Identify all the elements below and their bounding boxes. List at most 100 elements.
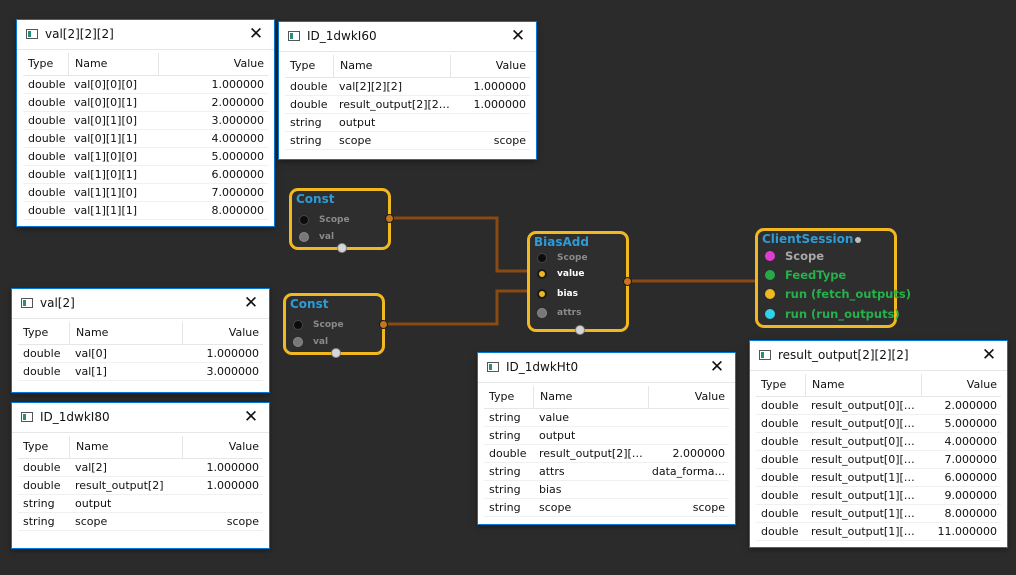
close-icon[interactable]: ✕ xyxy=(709,357,725,377)
cell-value[interactable]: data_forma... xyxy=(651,465,725,478)
node-biasadd[interactable]: BiasAdd Scope value bias attrs xyxy=(527,231,632,335)
port-scope[interactable]: Scope xyxy=(299,213,350,227)
cell-value[interactable] xyxy=(648,427,729,444)
column-header-name[interactable]: Name xyxy=(805,374,921,396)
close-icon[interactable]: ✕ xyxy=(243,293,259,313)
panel-result[interactable]: result_output[2][2][2] ✕ Type Name Value… xyxy=(750,341,1007,547)
column-header-value[interactable]: Value xyxy=(158,53,268,75)
cell-value[interactable]: scope xyxy=(493,134,526,147)
column-header-type[interactable]: Type xyxy=(28,57,54,70)
port-feedtype[interactable]: FeedType xyxy=(765,268,846,282)
port-scope[interactable]: Scope xyxy=(765,249,824,263)
column-header-name[interactable]: Name xyxy=(68,53,158,75)
cell-value[interactable]: 1.000000 xyxy=(206,479,260,492)
port-value[interactable]: value xyxy=(537,267,585,281)
cell-value[interactable]: 6.000000 xyxy=(944,471,998,484)
node-const-1[interactable]: Const Scope val xyxy=(289,188,394,253)
wire-const2-to-bias[interactable] xyxy=(384,289,538,326)
cell-value[interactable] xyxy=(450,114,530,131)
column-header-value[interactable]: Value xyxy=(921,374,1001,396)
port-attrs[interactable]: attrs xyxy=(537,306,581,320)
port-pin-icon[interactable] xyxy=(765,289,775,299)
port-bias[interactable]: bias xyxy=(537,287,578,301)
cell-value[interactable]: 4.000000 xyxy=(944,435,998,448)
cell-value[interactable]: 8.000000 xyxy=(944,507,998,520)
panel-titlebar[interactable]: val[2] ✕ xyxy=(12,289,269,319)
close-icon[interactable]: ✕ xyxy=(248,24,264,44)
node-bottom-port[interactable] xyxy=(575,325,585,335)
wire-const1-to-value[interactable] xyxy=(389,216,538,273)
cell-value[interactable]: 3.000000 xyxy=(206,365,260,378)
port-pin-icon[interactable] xyxy=(293,337,303,347)
column-header-value[interactable]: Value xyxy=(182,322,263,344)
cell-value[interactable]: 4.000000 xyxy=(211,132,265,145)
node-bottom-port[interactable] xyxy=(331,348,341,358)
port-scope[interactable]: Scope xyxy=(293,318,344,332)
column-header-type[interactable]: Type xyxy=(489,390,515,403)
cell-value[interactable]: 2.000000 xyxy=(211,96,265,109)
cell-value[interactable] xyxy=(648,481,729,498)
cell-value[interactable]: 11.000000 xyxy=(937,525,998,538)
column-header-type[interactable]: Type xyxy=(23,440,49,453)
cell-value[interactable]: 8.000000 xyxy=(211,204,265,217)
column-header-type[interactable]: Type xyxy=(23,326,49,339)
column-header-value[interactable]: Value xyxy=(648,386,729,408)
column-header-value[interactable]: Value xyxy=(450,55,530,77)
port-pin-icon[interactable] xyxy=(299,232,309,242)
column-header-value[interactable]: Value xyxy=(182,436,263,458)
column-header-type[interactable]: Type xyxy=(761,378,787,391)
port-scope[interactable]: Scope xyxy=(537,251,588,265)
cell-value[interactable]: 7.000000 xyxy=(211,186,265,199)
port-pin-icon[interactable] xyxy=(299,215,309,225)
cell-value[interactable] xyxy=(648,409,729,426)
cell-value[interactable]: 1.000000 xyxy=(211,78,265,91)
port-pin-icon[interactable] xyxy=(765,251,775,261)
cell-value[interactable]: 5.000000 xyxy=(211,150,265,163)
close-icon[interactable]: ✕ xyxy=(510,26,526,46)
node-clientsession[interactable]: ClientSession Scope FeedType run (fetch_… xyxy=(755,228,911,328)
node-bottom-port[interactable] xyxy=(337,243,347,253)
cell-value[interactable]: 7.000000 xyxy=(944,453,998,466)
port-val[interactable]: val xyxy=(299,230,334,244)
cell-value[interactable]: 9.000000 xyxy=(944,489,998,502)
cell-value[interactable]: 2.000000 xyxy=(672,447,726,460)
panel-titlebar[interactable]: ID_1dwkHt0 ✕ xyxy=(478,353,735,383)
cell-value[interactable]: 1.000000 xyxy=(473,80,527,93)
panel-titlebar[interactable]: ID_1dwkI60 ✕ xyxy=(279,22,536,52)
column-header-type[interactable]: Type xyxy=(290,59,316,72)
port-fetch-outputs[interactable]: run (fetch_outputs) xyxy=(765,287,911,301)
port-run-outputs[interactable]: run (run_outputs) xyxy=(765,307,900,321)
cell-value[interactable]: scope xyxy=(226,515,259,528)
port-arrow-icon[interactable] xyxy=(537,269,547,279)
port-arrow-icon[interactable] xyxy=(537,289,547,299)
cell-value[interactable]: scope xyxy=(692,501,725,514)
column-header-name[interactable]: Name xyxy=(69,436,182,458)
port-pin-icon[interactable] xyxy=(765,270,775,280)
